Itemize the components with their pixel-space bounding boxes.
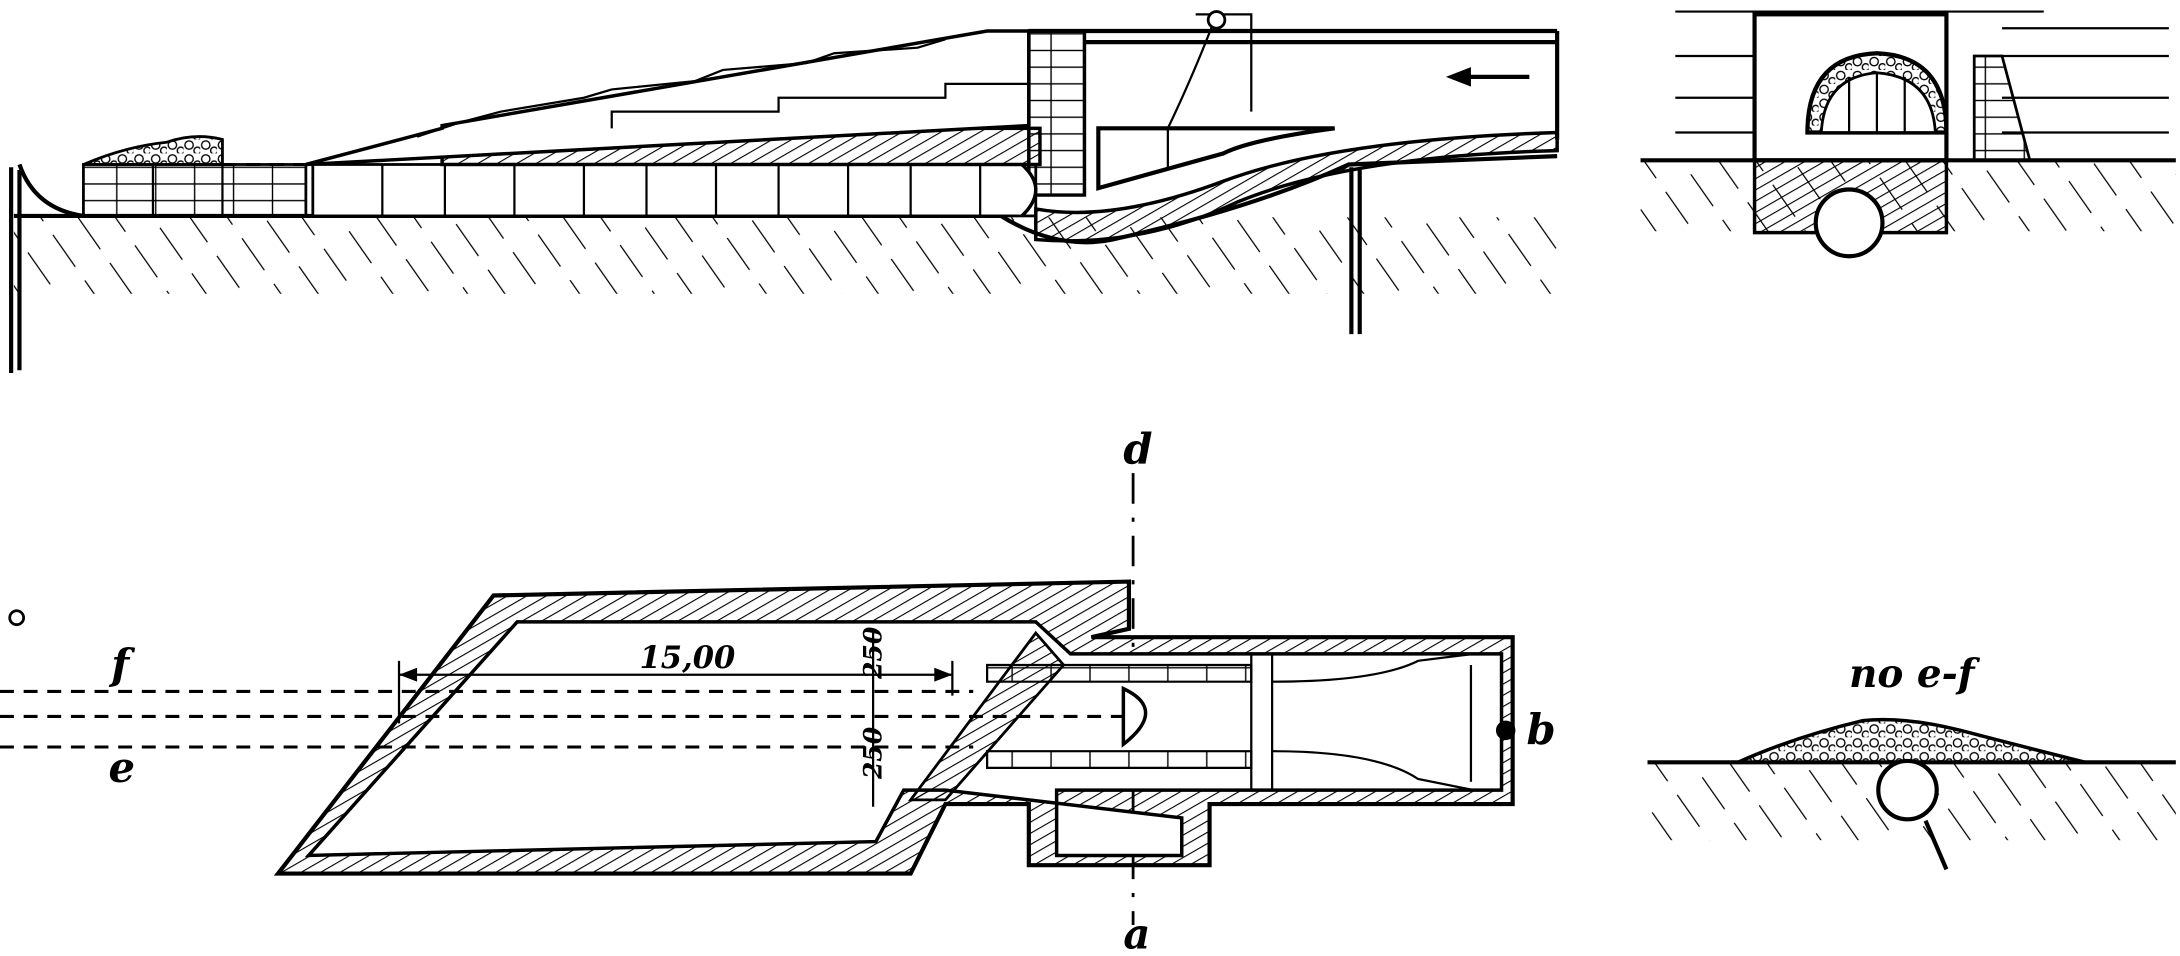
longitudinal-section: [9, 10, 1560, 374]
end-elevation: [1640, 10, 2176, 259]
dimension-width-bottom-label: 250: [858, 726, 887, 780]
gate-rod: [1166, 13, 1253, 168]
right-post: [1349, 167, 1362, 335]
label-f: f: [108, 640, 135, 689]
earth-mound: [1737, 717, 2086, 765]
dimension-length-label: 15,00: [640, 640, 736, 676]
label-a: a: [1123, 910, 1150, 956]
flow-arrow-icon: [1445, 67, 1530, 87]
label-b: b: [1527, 705, 1556, 754]
left-post: [9, 167, 22, 374]
dimension-width-top-label: 250: [858, 626, 887, 680]
apron-blocks: [82, 163, 1038, 218]
rubble-pile: [82, 135, 224, 166]
cross-section-e-f: по e-f: [1647, 651, 2176, 871]
pipe-bed: [1034, 130, 1559, 243]
flap-valve: [1121, 685, 1148, 748]
point-b-marker: [1495, 720, 1516, 741]
label-e: e: [108, 743, 135, 792]
culvert-pipe-cross: [1876, 758, 1939, 822]
ground-hatching: [13, 217, 1558, 294]
plan-view: 15,00 250 250 d a b f e: [0, 424, 1556, 956]
headwall: [1027, 29, 1087, 197]
culvert-pipe: [1813, 187, 1885, 259]
pipe-top: [1028, 28, 1558, 45]
dimension-length: [397, 660, 954, 724]
left-end: [17, 163, 84, 218]
label-d: d: [1123, 424, 1152, 473]
cross-section-caption: по e-f: [1849, 651, 1981, 697]
outlet-cap: [1020, 163, 1038, 218]
